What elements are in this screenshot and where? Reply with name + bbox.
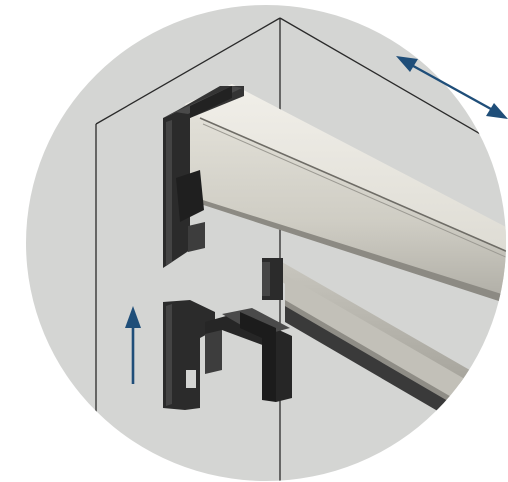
rail-front-face [185,104,506,300]
profile-clip [262,258,283,300]
rail-top-face [185,84,506,252]
up-arrow-icon [125,306,141,384]
main-rail [185,84,506,304]
lower-bracket [163,300,292,410]
double-headed-arrow-icon [396,56,508,119]
upper-bracket [163,86,244,268]
wall-outline [95,17,506,481]
